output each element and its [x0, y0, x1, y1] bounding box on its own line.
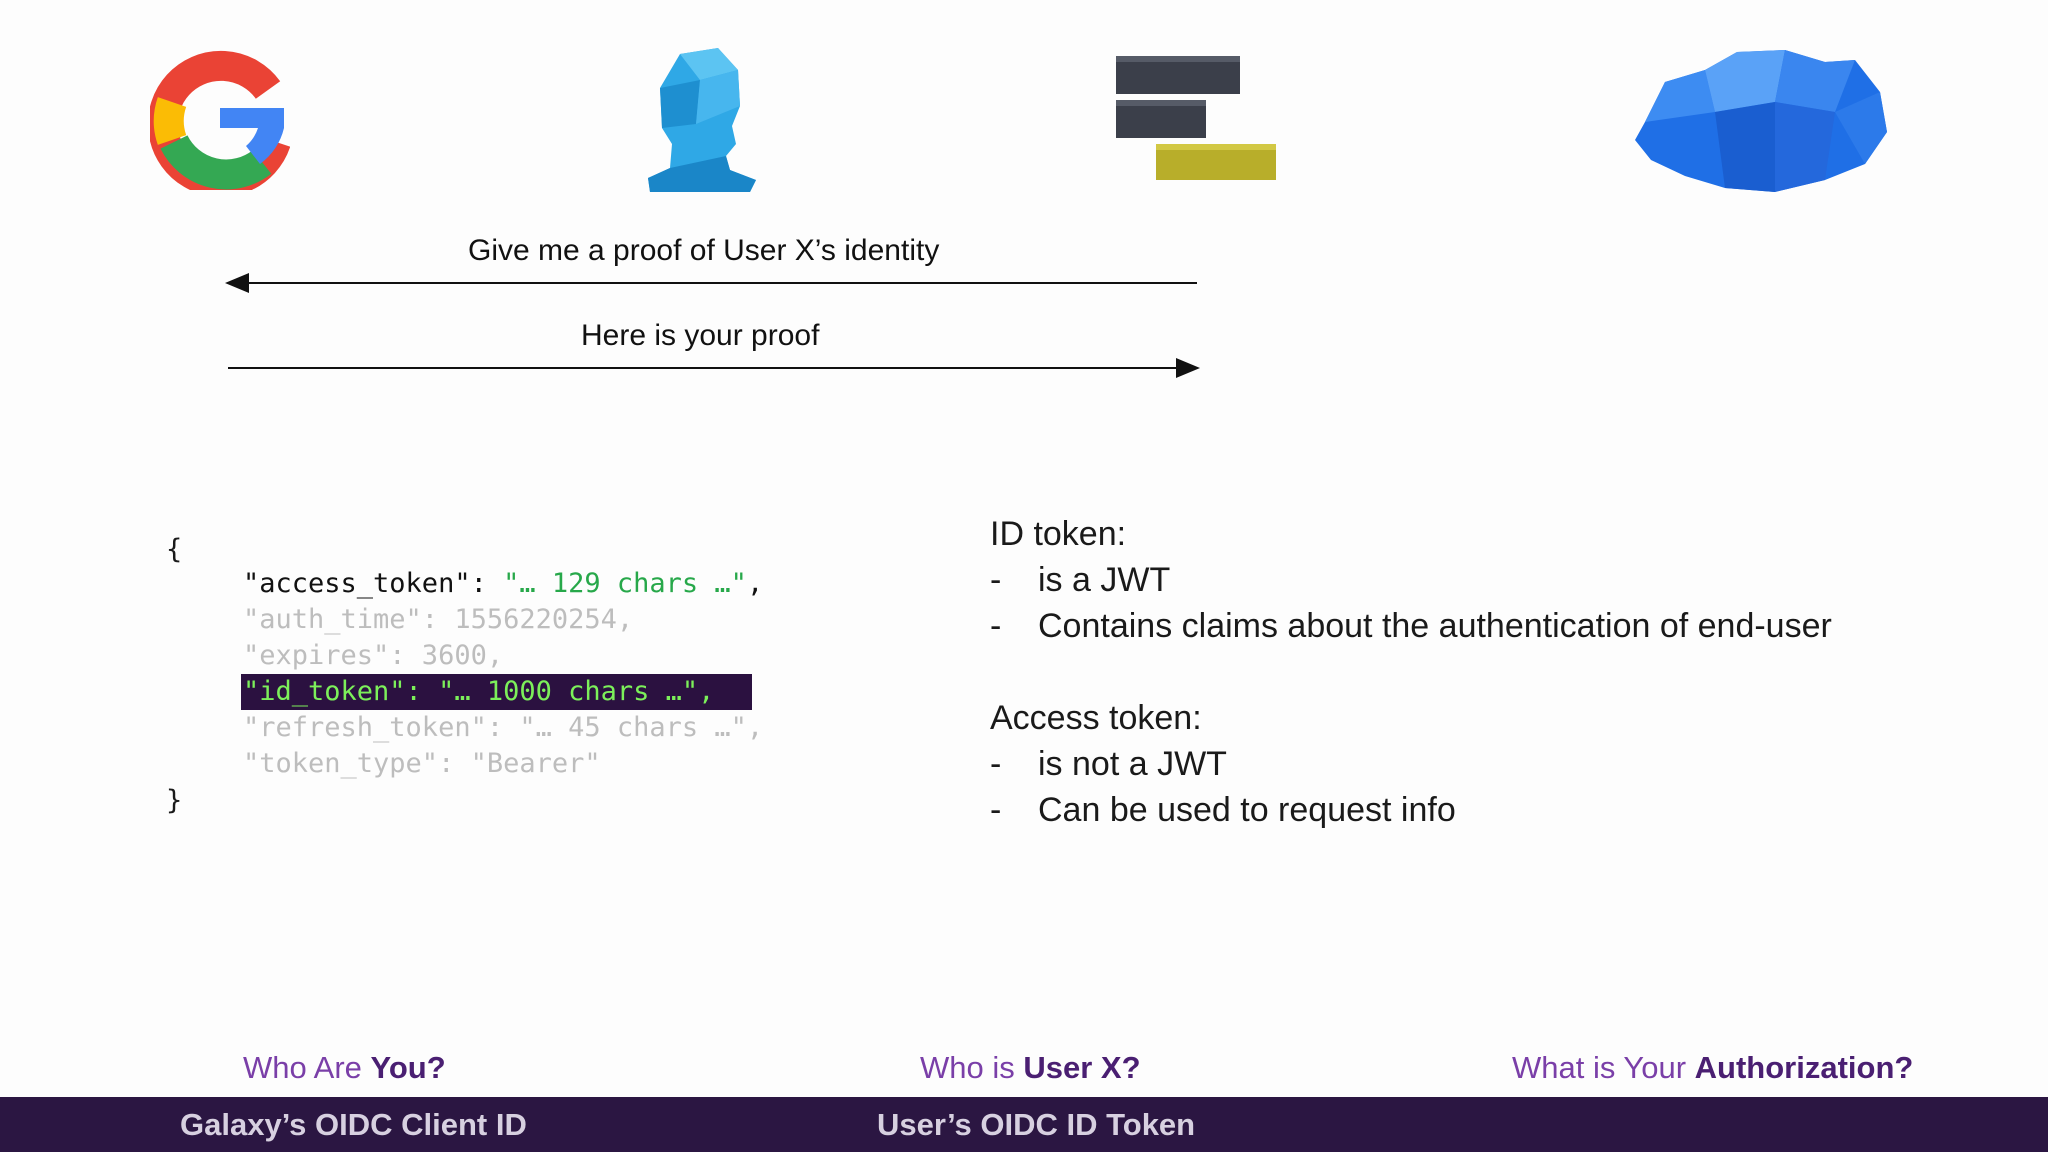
id-token-line-highlighted: "id_token": "… 1000 chars …",: [241, 674, 753, 710]
access-token-bullet-1: is not a JWT: [1038, 745, 1227, 783]
caption-prefix: Who is: [920, 1050, 1024, 1085]
request-arrow: [225, 273, 1197, 293]
expires-line: "expires": 3600,: [243, 640, 504, 671]
id-token-bullet-2: Contains claims about the authentication…: [1038, 607, 1832, 645]
footer-bar: [0, 1097, 2048, 1152]
user-head-icon: [640, 44, 760, 194]
access-token-line: "access_token": "… 129 chars …",: [243, 566, 763, 602]
caption-strong: You?: [370, 1050, 446, 1085]
bullet-marker: -: [990, 561, 1002, 599]
access-token-title: Access token:: [990, 699, 1202, 737]
cloud-icon: [1625, 42, 1890, 197]
json-close-brace: }: [166, 785, 183, 816]
id-token-bullet-1: is a JWT: [1038, 561, 1171, 599]
caption-authorization: What is Your Authorization?: [1512, 1050, 1913, 1086]
caption-prefix: Who Are: [243, 1050, 371, 1085]
json-open-brace: {: [166, 534, 183, 565]
caption-strong: User X?: [1023, 1050, 1141, 1085]
token-type-line: "token_type": "Bearer": [243, 748, 601, 779]
bullet-marker: -: [990, 607, 1002, 645]
response-message-label: Here is your proof: [581, 319, 820, 352]
request-message-label: Give me a proof of User X’s identity: [468, 234, 940, 267]
footer-id-token: User’s OIDC ID Token: [877, 1107, 1196, 1142]
caption-strong: Authorization?: [1694, 1050, 1914, 1085]
access-token-bullet-2: Can be used to request info: [1038, 791, 1456, 829]
caption-who-is-user: Who is User X?: [920, 1050, 1141, 1086]
response-arrow: [228, 358, 1200, 378]
footer-client-id: Galaxy’s OIDC Client ID: [180, 1107, 527, 1142]
access-token-comma: ,: [746, 568, 764, 599]
auth-time-line: "auth_time": 1556220254,: [243, 604, 634, 635]
bullet-marker: -: [990, 745, 1002, 783]
refresh-token-line: "refresh_token": "… 45 chars …",: [243, 712, 764, 743]
access-token-value: "… 129 chars …": [503, 568, 747, 599]
caption-who-are-you: Who Are You?: [243, 1050, 446, 1086]
caption-prefix: What is Your: [1512, 1050, 1695, 1085]
google-logo-icon: [147, 50, 291, 197]
id-token-title: ID token:: [990, 515, 1127, 553]
access-token-key: "access_token":: [243, 568, 504, 599]
galaxy-logo-icon: [1110, 52, 1280, 182]
bullet-marker: -: [990, 791, 1002, 829]
